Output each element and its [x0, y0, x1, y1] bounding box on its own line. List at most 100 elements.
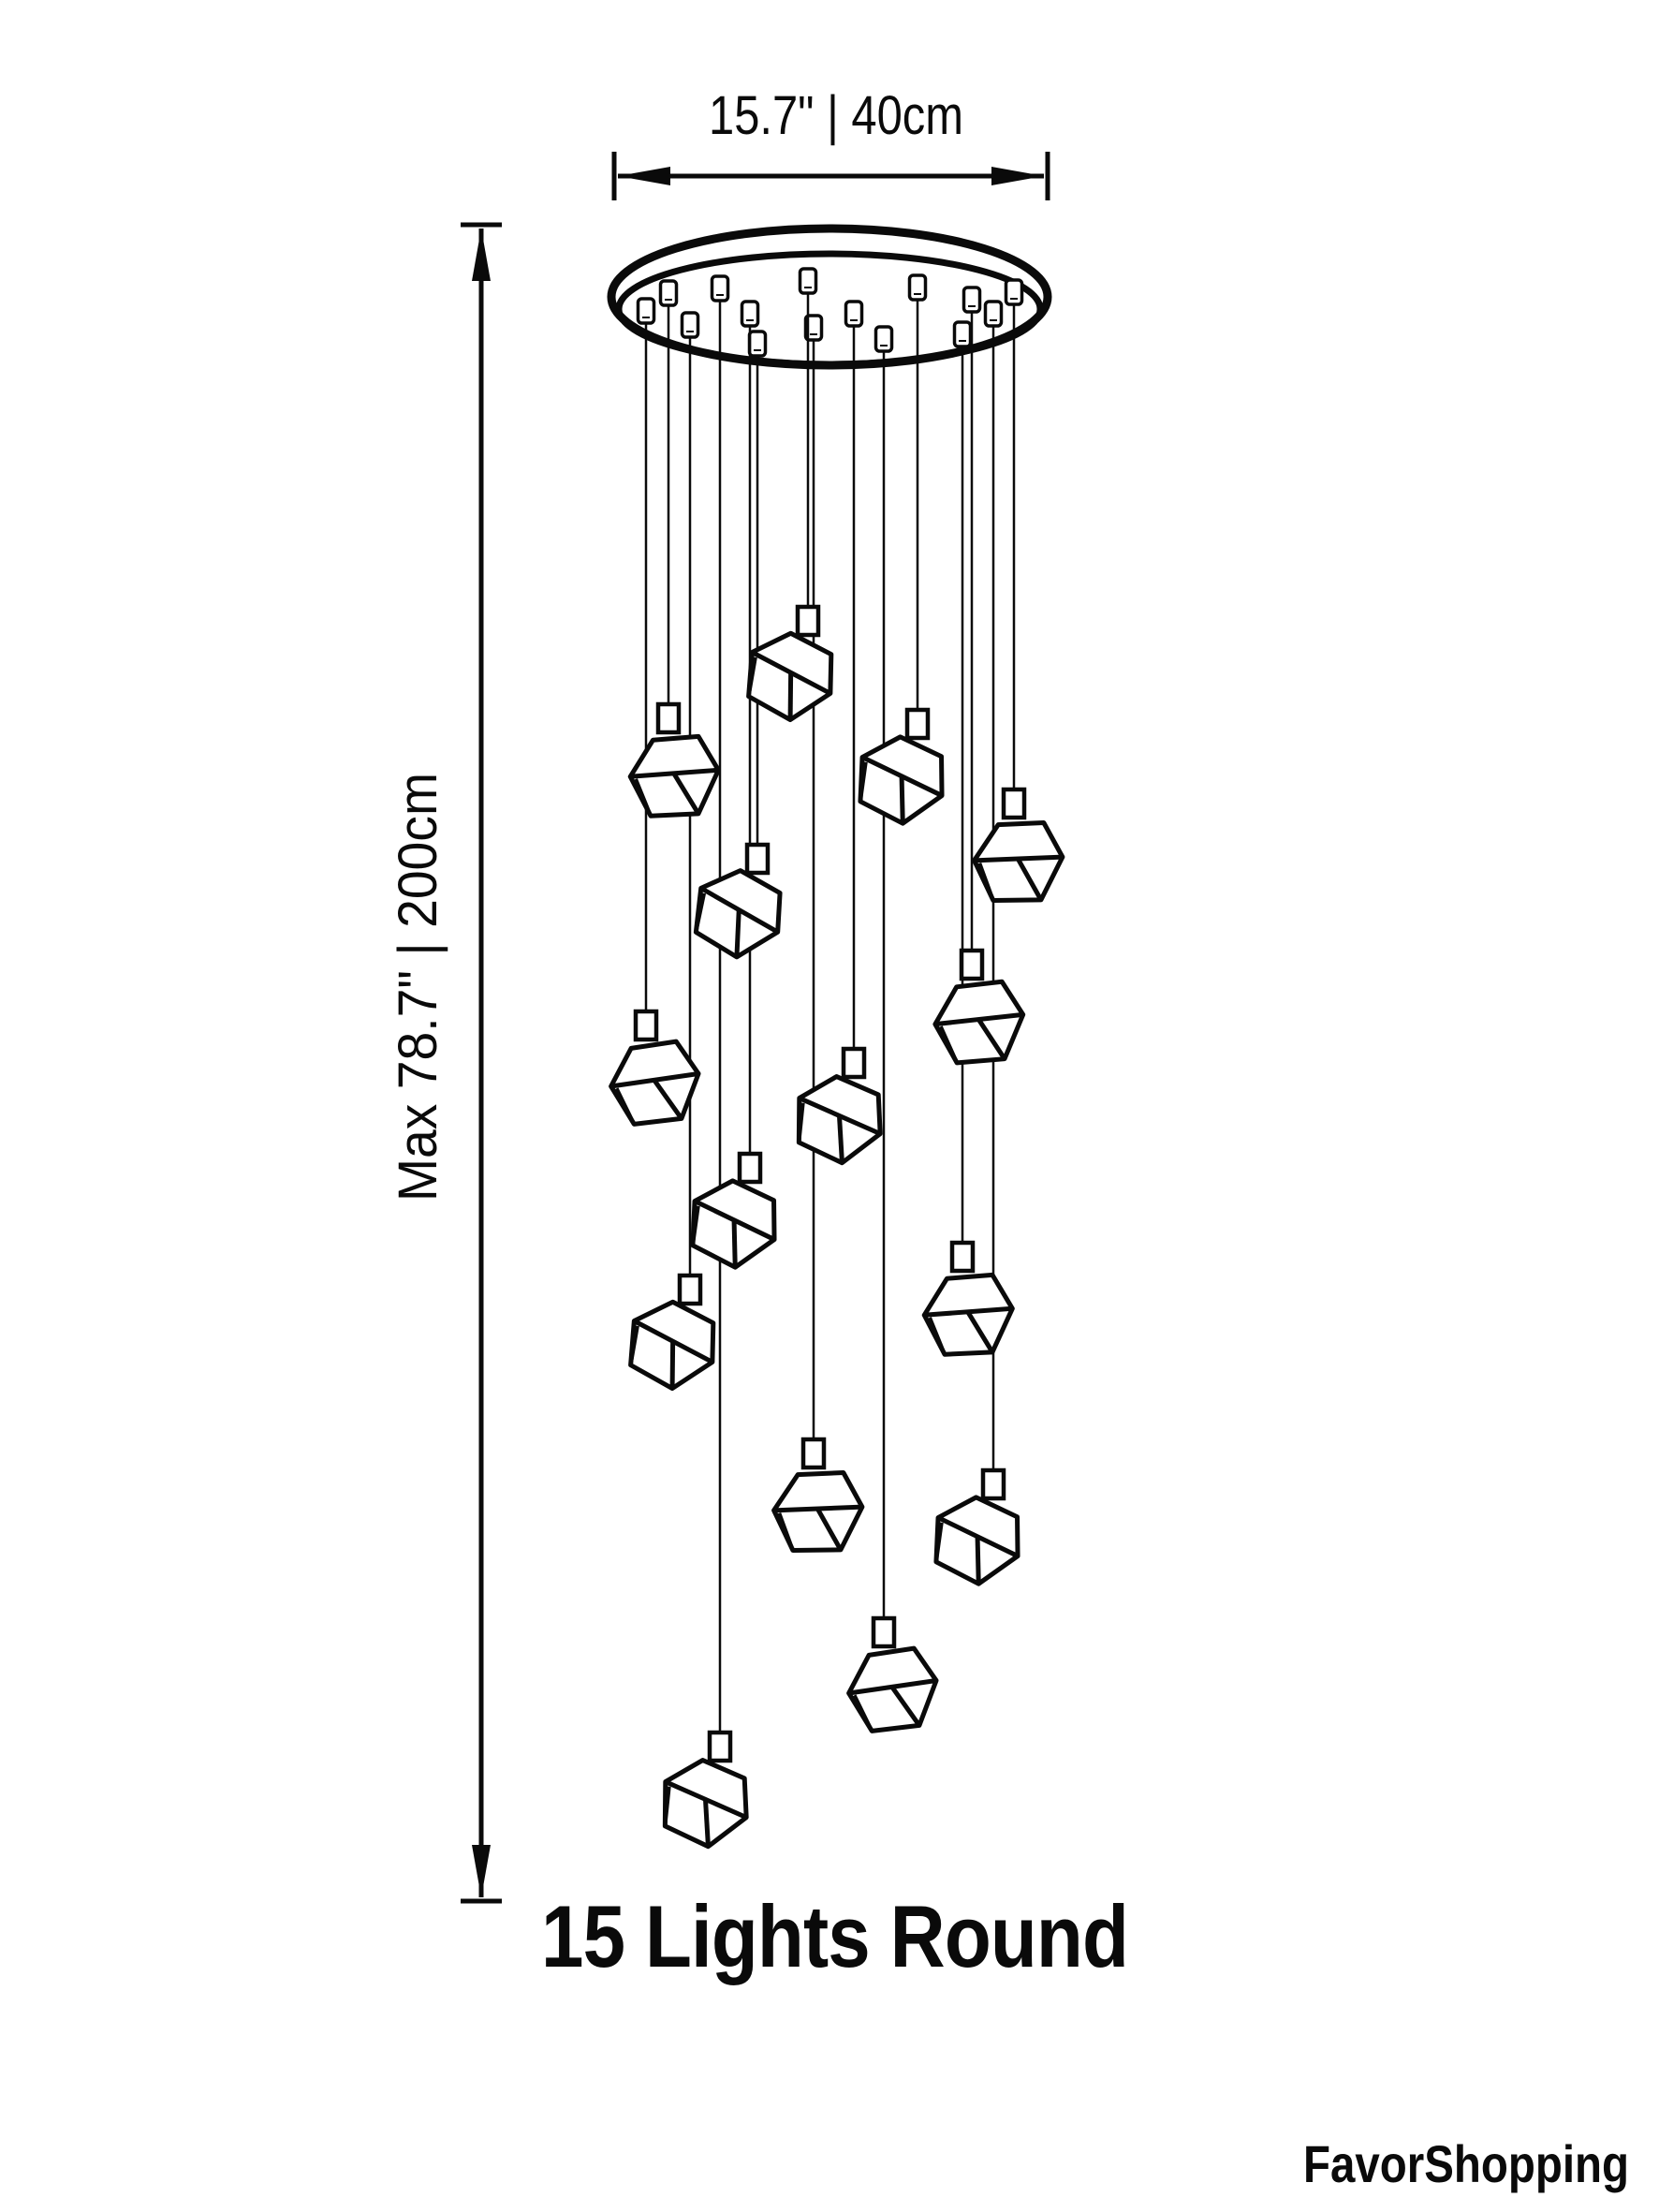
pendant-glass-cube	[662, 1758, 749, 1850]
cube-facet-edge	[734, 909, 741, 957]
pendant-glass-cube	[932, 979, 1026, 1066]
pendant-lamp	[921, 1240, 1015, 1357]
pendant-cap	[841, 1046, 867, 1080]
wire-connector	[747, 330, 768, 358]
pendant-lamp	[858, 707, 945, 826]
cube-facet-edge	[731, 1219, 738, 1268]
wire-connector	[710, 274, 730, 302]
cube-facet-sliver	[690, 1205, 700, 1246]
pendant-glass-cube	[846, 1645, 939, 1733]
pendant-lamp	[662, 1730, 749, 1850]
pendant-lamp	[746, 604, 834, 723]
wire-connector	[983, 300, 1004, 328]
fixture-layer	[607, 224, 1065, 1850]
height-dim-arrow-up	[472, 229, 491, 281]
cube-facet-sliver	[614, 1087, 637, 1126]
pendant-glass-cube	[933, 1495, 1020, 1586]
pendant-lamp	[771, 1437, 865, 1554]
wire-connector	[658, 279, 679, 307]
pendant-lamp	[693, 842, 783, 960]
cube-facet-sliver	[977, 863, 995, 902]
pendant-cap	[655, 701, 682, 735]
cube-facet-edge	[899, 775, 905, 824]
width-dim-arrow-left	[618, 167, 670, 185]
pendant-glass-cube	[690, 1178, 777, 1270]
cube-facet-edge	[976, 1018, 1007, 1061]
cube-facet-sliver	[938, 1025, 959, 1064]
pendant-glass-cube	[858, 734, 945, 826]
cube-facet-sliver	[663, 1786, 671, 1827]
pendant-lamp	[627, 701, 721, 818]
cube-facet-sliver	[628, 1325, 639, 1365]
cube-facet-sliver	[797, 1102, 805, 1143]
pendant-cap	[737, 1151, 763, 1185]
pendant-cap	[677, 1273, 703, 1306]
width-dimension-label: 15.7" | 40cm	[709, 85, 963, 146]
pendant-lamp	[846, 1615, 939, 1733]
cube-facet-edge	[669, 1341, 676, 1389]
pendant-glass-cube	[972, 820, 1065, 904]
cube-facet-sliver	[746, 656, 757, 697]
cube-facet-edge	[1016, 857, 1044, 902]
wire-connector	[636, 297, 656, 325]
wire-connector	[798, 267, 818, 295]
pendant-cap	[707, 1730, 733, 1763]
pendant-cap	[795, 604, 821, 638]
pendant-cap	[1001, 787, 1027, 820]
pendant-lamp	[933, 1467, 1020, 1586]
pendant-glass-cube	[921, 1272, 1015, 1357]
wire-connector	[844, 300, 864, 328]
pendant-glass-cube	[627, 733, 721, 818]
wire-connector	[952, 320, 973, 348]
cube-facet-sliver	[694, 892, 707, 933]
wire-connector	[874, 325, 894, 353]
pendant-cap	[959, 948, 985, 981]
pendant-cap	[949, 1240, 976, 1274]
pendant-cap	[980, 1467, 1006, 1501]
pendant-glass-cube	[796, 1074, 883, 1166]
width-dim-arrow-right	[991, 167, 1044, 185]
dimension-layer	[461, 152, 1050, 1904]
height-dimension-label: Max 78.7" | 200cm	[388, 773, 448, 1202]
cube-facet-edge	[787, 672, 794, 720]
pendant-cap	[871, 1615, 897, 1649]
pendant-lamp	[690, 1151, 777, 1270]
cube-facet-sliver	[777, 1512, 795, 1552]
pendant-cap	[800, 1437, 827, 1470]
pendant-glass-cube	[693, 868, 783, 960]
cube-facet-edge	[889, 1685, 921, 1727]
wire-connector	[1004, 278, 1024, 306]
pendant-glass-cube	[609, 1039, 701, 1127]
wire-connector	[680, 311, 700, 339]
cube-facet-edge	[965, 1310, 995, 1354]
height-dim-arrow-down	[472, 1845, 491, 1897]
cube-facet-edge	[671, 772, 701, 816]
pendant-lamp	[609, 1009, 701, 1127]
pendant-glass-cube	[628, 1299, 716, 1392]
cube-facet-edge	[815, 1507, 844, 1552]
pendant-lamp	[972, 787, 1065, 904]
cube-facet-edge	[837, 1115, 844, 1163]
pendant-lamp	[932, 948, 1026, 1066]
pendant-cap	[904, 707, 931, 741]
cube-facet-edge	[975, 1536, 981, 1585]
cube-facet-sliver	[858, 761, 868, 803]
pendant-cap	[744, 842, 771, 876]
pendant-glass-cube	[746, 630, 834, 723]
pendant-lamp	[796, 1046, 883, 1166]
cube-facet-edge	[652, 1078, 683, 1120]
cube-facet-sliver	[634, 778, 653, 817]
brand-watermark: FavorShopping	[1303, 2134, 1629, 2193]
product-title: 15 Lights Round	[541, 1887, 1128, 1985]
canopy-plate-inner-rim	[615, 250, 1044, 368]
cube-facet-sliver	[852, 1694, 874, 1733]
cube-facet-edge	[703, 1799, 711, 1847]
cube-facet-sliver	[928, 1317, 947, 1355]
pendant-cap	[633, 1009, 659, 1042]
cube-facet-sliver	[933, 1522, 944, 1563]
pendant-lamp	[628, 1273, 716, 1392]
wire-connector	[907, 273, 928, 302]
pendant-glass-cube	[771, 1470, 865, 1554]
